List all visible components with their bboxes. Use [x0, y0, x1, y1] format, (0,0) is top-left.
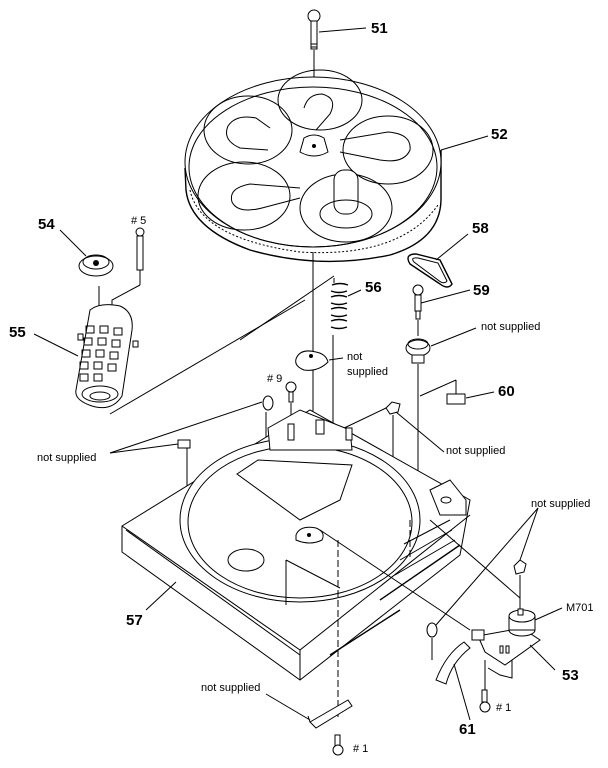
clip-part [262, 395, 274, 460]
part-label-53: 53 [562, 667, 579, 684]
carousel-52 [184, 69, 489, 263]
lever-61 [435, 641, 471, 721]
disc-pocket [203, 95, 293, 165]
connector [471, 629, 485, 641]
screw-5 [111, 227, 145, 317]
bottom-bracket [265, 693, 353, 729]
part-label-55: 55 [9, 324, 26, 341]
note-not-supplied-right-top: not supplied [531, 498, 591, 510]
screw-label-5: # 5 [131, 215, 147, 227]
spring-56 [239, 275, 362, 450]
pulley-screw-59 [412, 284, 471, 336]
leader-line [109, 401, 263, 454]
part-label-59: 59 [473, 282, 490, 299]
belt-58 [407, 233, 469, 288]
note-not-supplied-cam-2: supplied [347, 366, 388, 378]
screw-9 [285, 381, 297, 420]
leader-line [519, 507, 539, 561]
leader-line [109, 443, 179, 454]
part-label-60: 60 [498, 383, 515, 400]
pulley [405, 327, 477, 480]
clip-part-right [513, 559, 527, 612]
screw-label-9: # 9 [267, 373, 283, 385]
screw-1-right [479, 660, 491, 713]
part-label-61: 61 [459, 721, 476, 738]
part-label-57: 57 [126, 612, 143, 629]
disc-pocket [197, 161, 301, 231]
cam-part [295, 350, 344, 371]
disc-pocket [299, 169, 393, 243]
clip-part-lower [426, 622, 438, 660]
screw-label-1-bottom: # 1 [353, 743, 369, 755]
part-label-54: 54 [38, 216, 55, 233]
part-label-56: 56 [365, 279, 382, 296]
disc-pocket [277, 69, 363, 131]
holder-55 [33, 299, 306, 415]
screw-label-1-right: # 1 [496, 702, 512, 714]
note-not-supplied-pulley: not supplied [481, 321, 541, 333]
part-label-52: 52 [491, 126, 508, 143]
note-not-supplied-cam-1: not [347, 351, 363, 363]
note-not-supplied-bottom: not supplied [201, 682, 261, 694]
part-label-58: 58 [472, 220, 489, 237]
bracket-60 [419, 379, 495, 405]
note-not-supplied-mid-right: not supplied [446, 445, 506, 457]
part-label-51: 51 [371, 20, 388, 37]
base-57 [121, 409, 521, 720]
motor-m701 [477, 607, 563, 679]
disc-pocket [339, 115, 434, 185]
note-not-supplied-left: not supplied [37, 452, 97, 464]
screw-51 [307, 9, 367, 147]
part-label-m701: M701 [566, 602, 594, 614]
leader-line [435, 507, 539, 626]
screw-1-bottom [332, 734, 344, 756]
